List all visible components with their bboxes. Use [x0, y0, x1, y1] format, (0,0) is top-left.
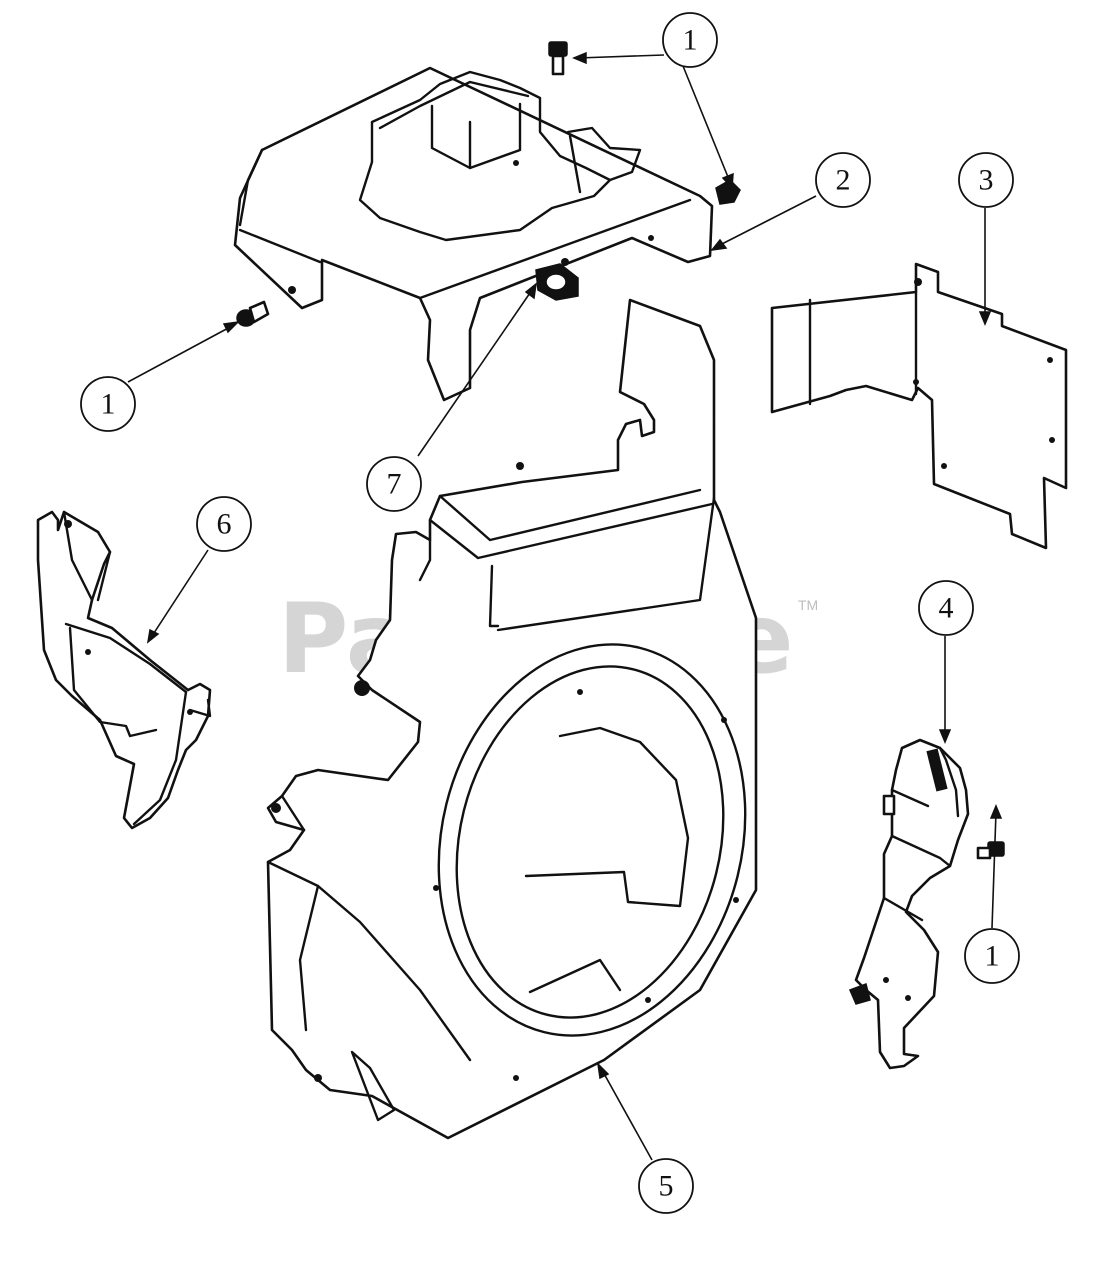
callout-6[interactable]: 6: [196, 496, 252, 552]
svg-text:6: 6: [217, 508, 232, 541]
callout-3[interactable]: 3: [958, 152, 1014, 208]
screw-top[interactable]: [548, 41, 568, 76]
part-right-baffle[interactable]: [770, 262, 1068, 550]
callout-1-top[interactable]: 1: [662, 12, 718, 68]
svg-text:3: 3: [979, 164, 994, 197]
callout-5[interactable]: 5: [638, 1158, 694, 1214]
watermark-trademark: TM: [798, 597, 818, 613]
callout-1-left[interactable]: 1: [80, 376, 136, 432]
svg-text:1: 1: [101, 388, 116, 421]
svg-text:5: 5: [659, 1170, 674, 1203]
part-blower-housing[interactable]: [266, 298, 785, 1140]
part-grommet[interactable]: [535, 263, 579, 301]
screw-cover-left[interactable]: [236, 300, 270, 327]
svg-text:1: 1: [985, 940, 1000, 973]
callout-4[interactable]: 4: [918, 580, 974, 636]
callout-2[interactable]: 2: [815, 152, 871, 208]
part-top-cover[interactable]: [233, 66, 714, 402]
svg-text:2: 2: [836, 164, 851, 197]
part-bracket[interactable]: [849, 738, 970, 1070]
part-left-baffle[interactable]: [36, 510, 212, 830]
svg-text:1: 1: [683, 24, 698, 57]
leader-lines: [127, 51, 1003, 1161]
svg-text:4: 4: [939, 592, 954, 625]
screw-right[interactable]: [976, 841, 1005, 860]
callout-7[interactable]: 7: [366, 456, 422, 512]
callouts: 1 1 1 2 3 4 5 6: [80, 12, 1020, 1214]
svg-text:7: 7: [387, 468, 402, 501]
callout-1-right[interactable]: 1: [964, 928, 1020, 984]
